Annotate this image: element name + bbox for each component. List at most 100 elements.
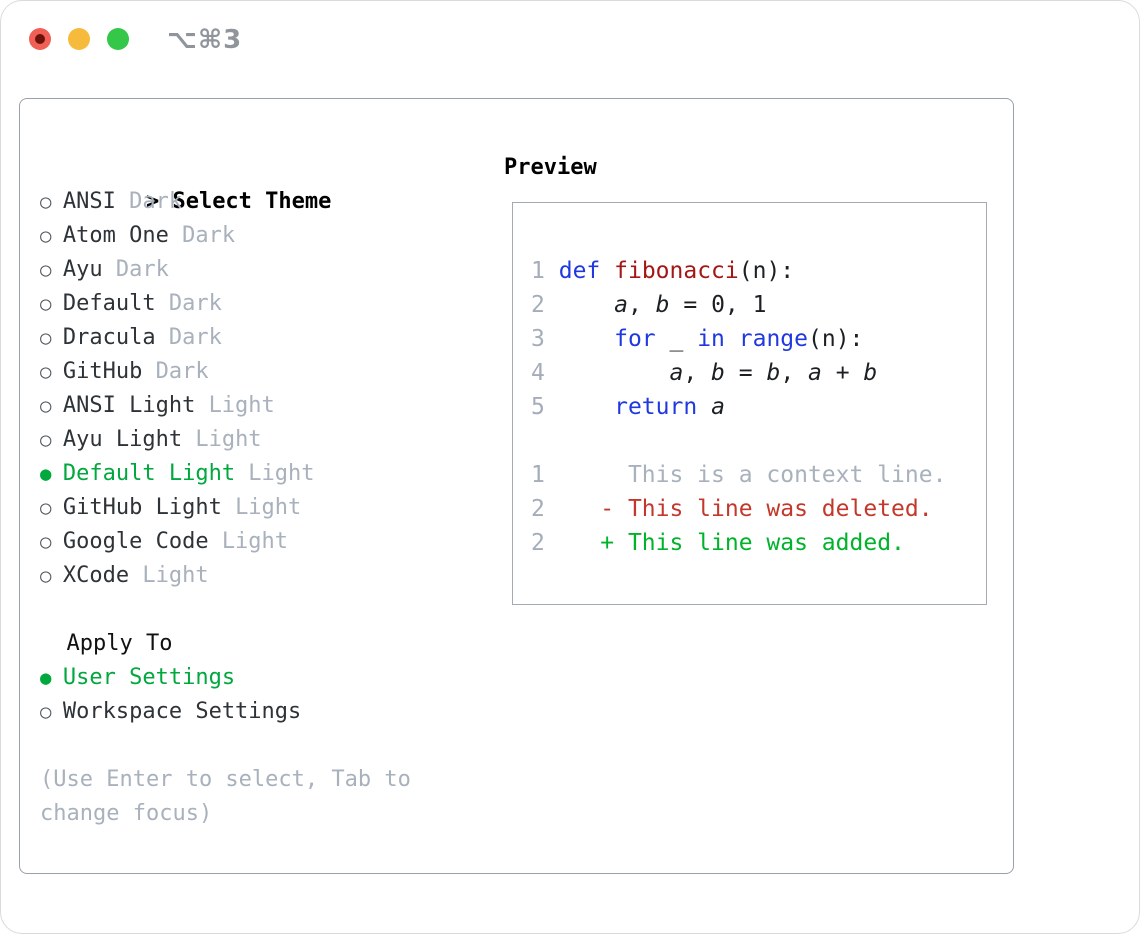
code-token-var: a (711, 394, 725, 420)
titlebar: ⌥⌘3 (1, 1, 1139, 77)
line-number: 5 (531, 394, 545, 420)
theme-variant-badge: Light (142, 563, 209, 588)
code-token-pl: = 0, 1 (669, 292, 767, 318)
code-line: 2 a, b = 0, 1 (531, 288, 986, 322)
select-theme-title: Select Theme (172, 189, 332, 214)
radio-unselected-icon: ○ (40, 293, 52, 315)
theme-variant-badge: Dark (168, 291, 222, 316)
code-token-pl: = (724, 360, 767, 386)
code-line: 4 a, b = b, a + b (531, 356, 986, 390)
code-token-var: b (766, 360, 781, 386)
theme-variant-badge: Light (195, 427, 262, 452)
theme-name: Google Code (62, 529, 209, 554)
theme-name: ANSI (62, 189, 116, 214)
code-token-var: b (711, 360, 725, 386)
theme-variant-badge: Light (208, 393, 275, 418)
theme-name: Ayu (62, 257, 103, 282)
radio-unselected-icon: ○ (40, 327, 52, 349)
code-token-kw: for (614, 326, 656, 352)
theme-variant-badge: Dark (182, 223, 236, 248)
apply-to-header: Apply To (66, 631, 173, 656)
code-token-var: b (863, 360, 878, 386)
apply-to-list: ●User Settings○Workspace Settings (40, 661, 411, 729)
theme-option[interactable]: ○ Default Dark (40, 287, 411, 321)
theme-variant-badge: Dark (168, 325, 222, 350)
zoom-button[interactable] (107, 28, 129, 50)
line-number: 2 (531, 292, 545, 318)
line-number: 4 (531, 360, 545, 386)
code-token-ctx: This is a context line. (544, 462, 947, 488)
code-token-pl: _ (655, 326, 698, 352)
code-token-pl: , (780, 360, 809, 386)
theme-variant-badge: Dark (155, 359, 209, 384)
code-token-kw: in (697, 326, 725, 352)
line-number: 1 (531, 462, 545, 488)
code-token-pl: , (683, 360, 712, 386)
code-line: 5 return a (531, 390, 986, 424)
apply-option[interactable]: ○Workspace Settings (40, 695, 411, 729)
line-number: 3 (531, 326, 545, 352)
close-dot-icon (35, 34, 45, 44)
apply-option-label: Workspace Settings (62, 699, 302, 724)
theme-option[interactable]: ○ ANSI Dark (40, 185, 411, 219)
minimize-button[interactable] (68, 28, 90, 50)
theme-variant-badge: Light (235, 495, 302, 520)
theme-name: Default (62, 291, 156, 316)
close-button[interactable] (29, 28, 51, 50)
theme-name: Dracula (62, 325, 156, 350)
radio-unselected-icon: ○ (40, 531, 52, 553)
radio-unselected-icon: ○ (40, 361, 52, 383)
radio-unselected-icon: ○ (40, 395, 52, 417)
theme-name: GitHub Light (62, 495, 222, 520)
theme-name: Default Light (62, 461, 236, 486)
code-line: 1 This is a context line. (531, 458, 986, 492)
theme-name: Atom One (62, 223, 169, 248)
theme-option[interactable]: ○ Dracula Dark (40, 321, 411, 355)
code-token-var: b (655, 292, 670, 318)
select-theme-header: > Select Theme (40, 151, 411, 214)
code-token-pl: , (627, 292, 656, 318)
code-token-kw: range (738, 326, 809, 352)
prompt-icon: > (145, 189, 160, 214)
code-line: 2 + This line was added. (531, 526, 986, 560)
line-number: 2 (531, 496, 545, 522)
code-token-pl: (n): (808, 326, 864, 352)
theme-option[interactable]: ○ Google Code Light (40, 525, 411, 559)
code-line: 1 def fibonacci(n): (531, 254, 986, 288)
theme-variant-badge: Light (248, 461, 315, 486)
theme-variant-badge: Light (221, 529, 289, 554)
code-token-var: a (669, 360, 684, 386)
code-token-fn: fibonacci (614, 258, 739, 284)
code-line: 3 for _ in range(n): (531, 322, 986, 356)
preview-title: Preview (504, 155, 597, 180)
code-token-pl (545, 258, 559, 284)
code-token-pl (545, 360, 670, 386)
code-token-var: a (808, 360, 822, 386)
code-token-del: - This line was deleted. (544, 496, 933, 522)
line-number: 2 (531, 530, 545, 556)
radio-unselected-icon: ○ (40, 259, 52, 281)
apply-option[interactable]: ●User Settings (40, 661, 411, 695)
code-token-pl: + (821, 360, 864, 386)
radio-unselected-icon: ○ (40, 429, 52, 451)
theme-variant-badge: Dark (129, 189, 183, 214)
radio-unselected-icon: ○ (40, 191, 52, 213)
hint-line: change focus) (40, 801, 213, 826)
code-token-pl (697, 394, 711, 420)
code-token-pl (545, 326, 614, 352)
window-shortcut-label: ⌥⌘3 (167, 25, 243, 55)
code-token-kw: return (614, 394, 698, 420)
